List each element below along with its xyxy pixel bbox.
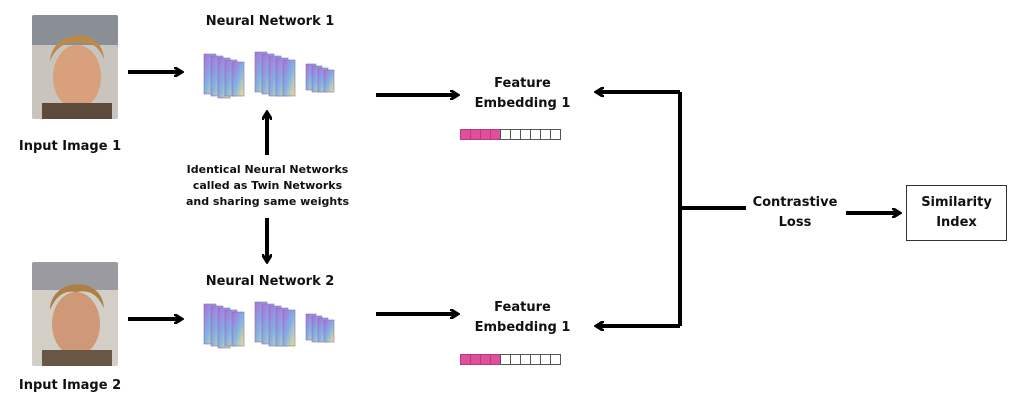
feature-embedding-1-vector <box>460 129 561 140</box>
twin-note-line-2: called as Twin Networks <box>192 179 343 192</box>
feature-embedding-2-line-1: Feature <box>494 300 551 315</box>
similarity-index-box: Similarity Index <box>906 185 1007 241</box>
face-photo-icon <box>32 15 118 119</box>
twin-note-line-1: Identical Neural Networks <box>186 163 349 176</box>
twin-networks-note: Identical Neural Networks called as Twin… <box>185 162 350 210</box>
feature-embedding-1-line-2: Embedding 1 <box>474 96 571 111</box>
feature-embedding-2-vector <box>460 354 561 365</box>
input-image-2-label: Input Image 2 <box>18 378 122 393</box>
feature-embedding-2-line-2: Embedding 1 <box>474 320 571 335</box>
feature-embedding-2-label: Feature Embedding 1 <box>460 298 585 338</box>
input-image-1-label: Input Image 1 <box>18 139 122 154</box>
contrastive-loss-line-1: Contrastive <box>752 195 838 210</box>
twin-note-line-3: and sharing same weights <box>185 195 350 208</box>
neural-network-1-icon <box>203 51 335 99</box>
neural-network-2-title: Neural Network 2 <box>205 274 335 289</box>
embedding-cell <box>550 129 561 140</box>
feature-embedding-1-label: Feature Embedding 1 <box>460 74 585 114</box>
input-image-2 <box>32 262 118 366</box>
input-image-1 <box>32 15 118 119</box>
similarity-index-line-1: Similarity <box>921 195 992 210</box>
neural-network-2-icon <box>203 301 335 349</box>
similarity-index-line-2: Index <box>936 215 977 230</box>
neural-network-1-title: Neural Network 1 <box>205 14 335 29</box>
embedding-cell <box>550 354 561 365</box>
feature-embedding-1-line-1: Feature <box>494 76 551 91</box>
contrastive-loss-label: Contrastive Loss <box>745 193 845 233</box>
contrastive-loss-line-2: Loss <box>778 215 812 230</box>
face-photo-icon <box>32 262 118 366</box>
